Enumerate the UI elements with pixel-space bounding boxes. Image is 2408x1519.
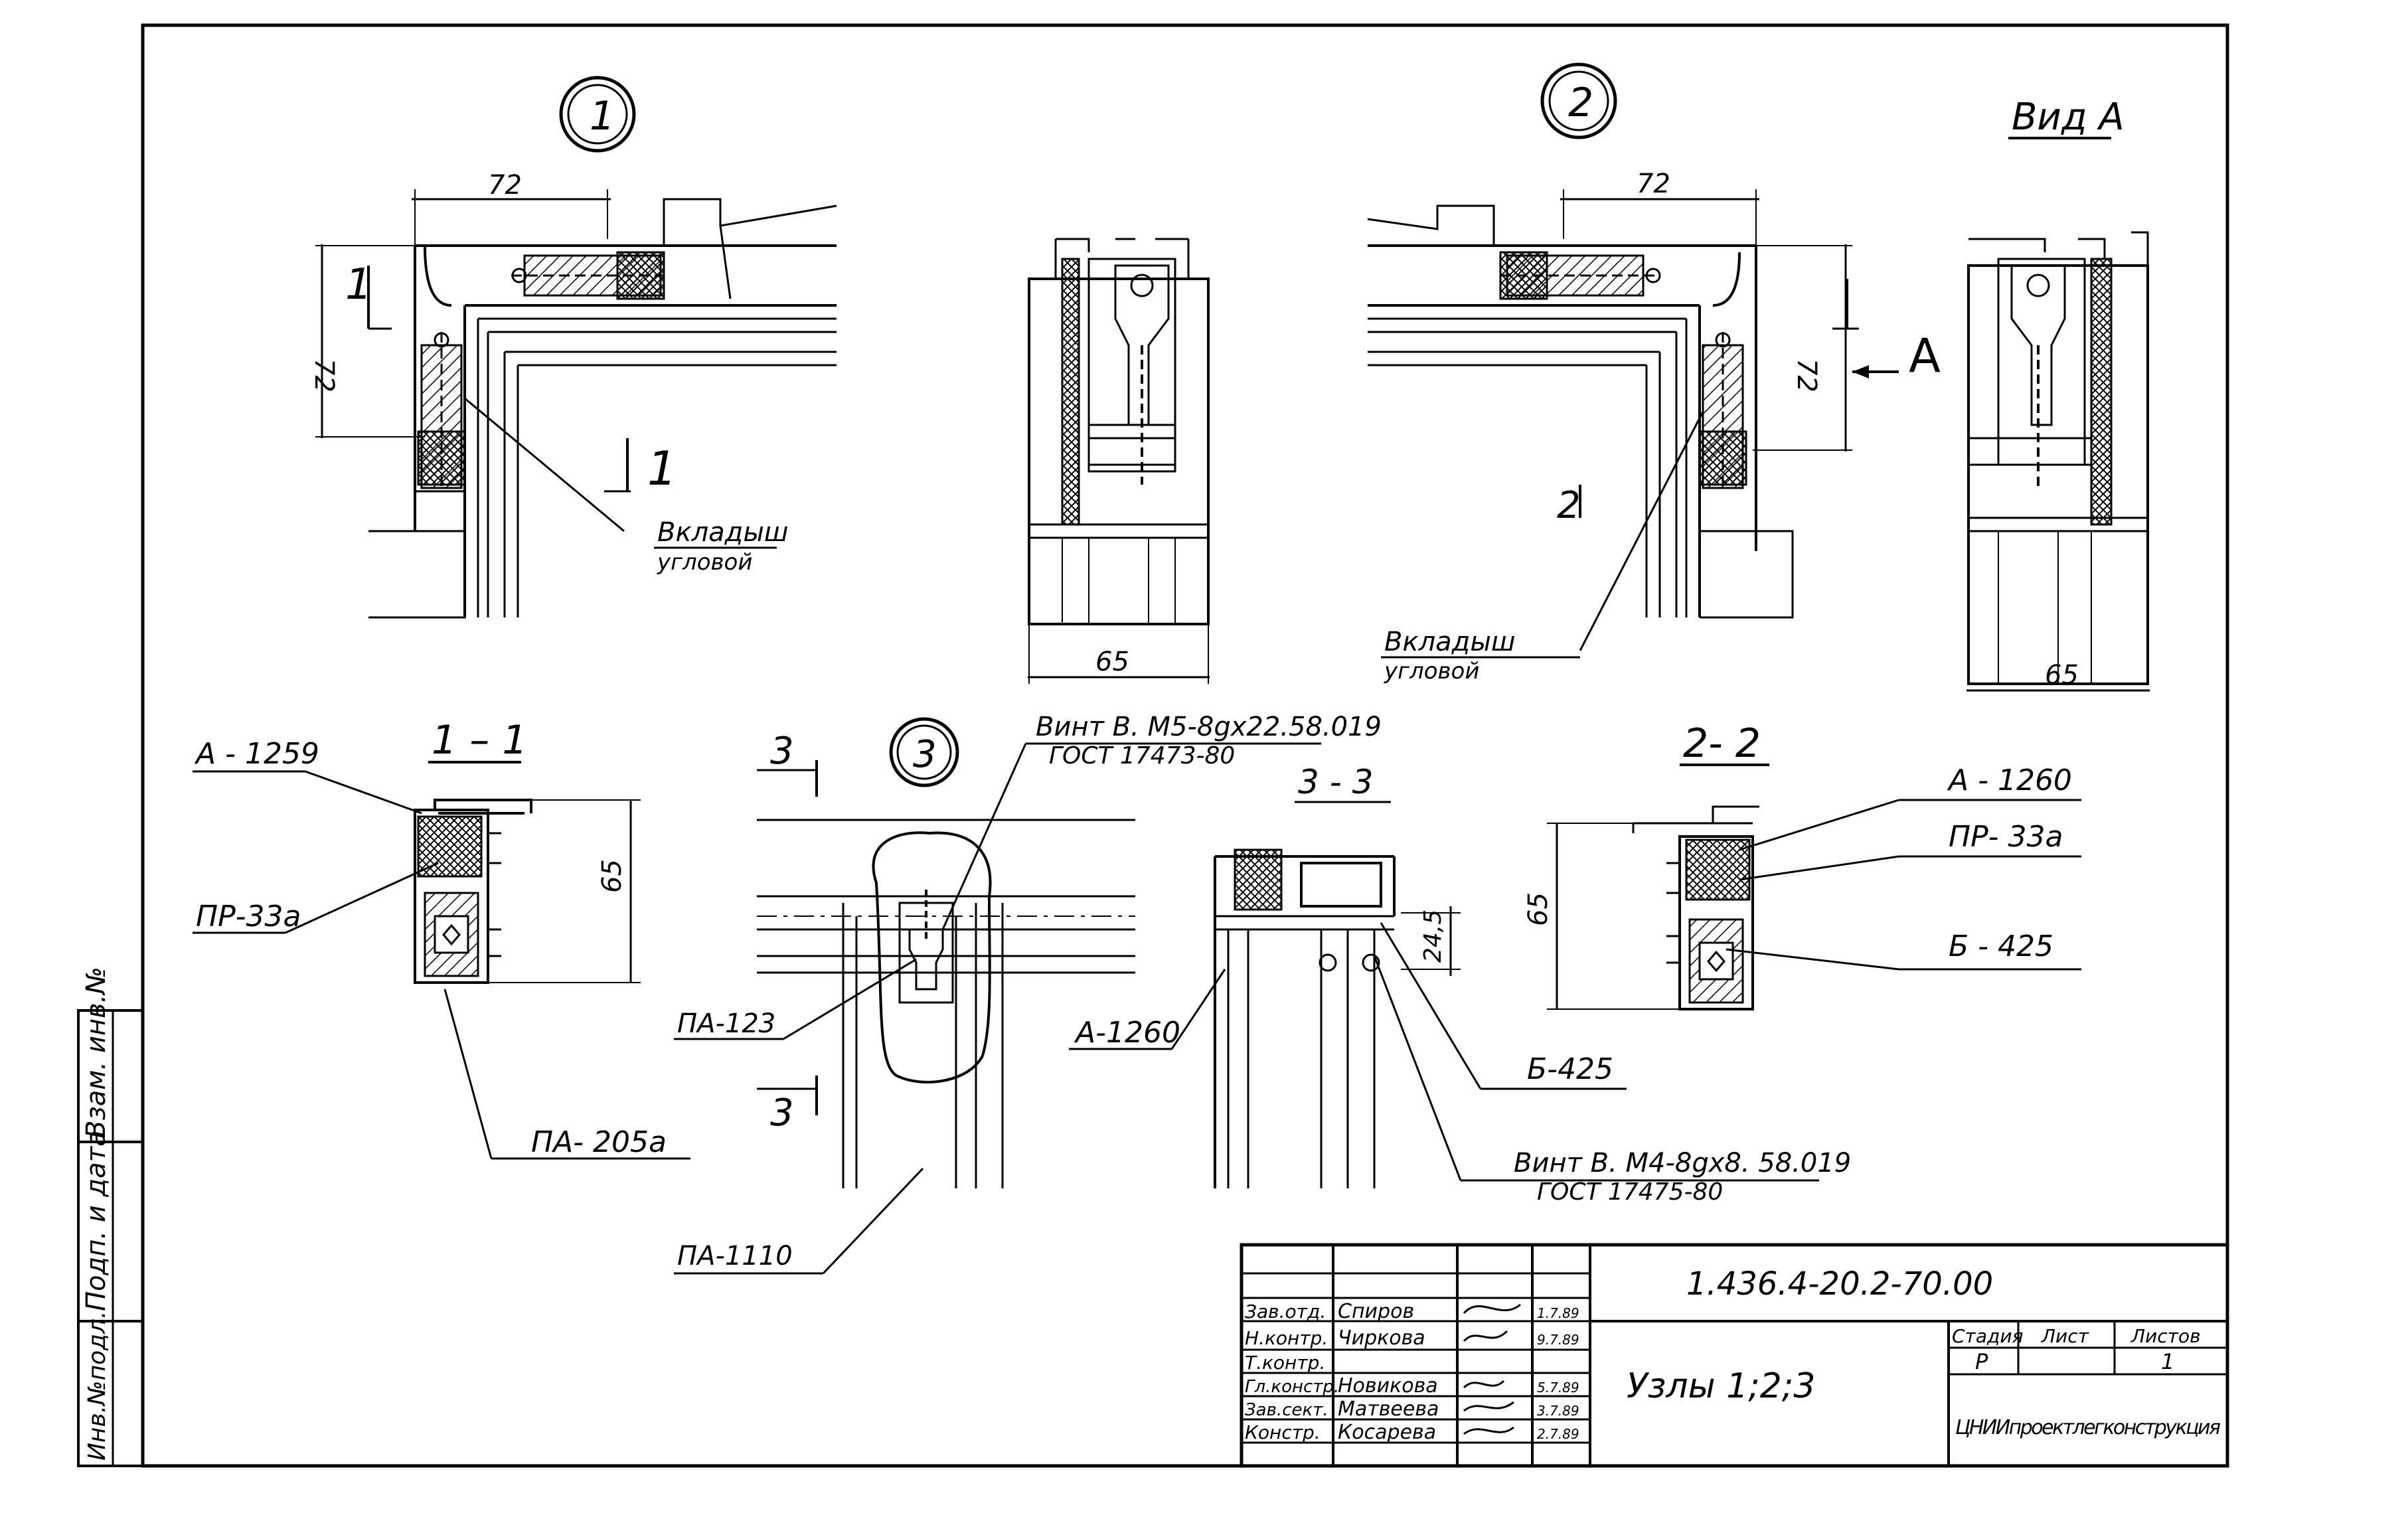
section-1-1-label-2: ПР-33а [196, 900, 301, 933]
sheet-header: Лист [2041, 1325, 2089, 1347]
node-1-insert-label: Вкладыш [657, 517, 789, 548]
sheets-header: Листов [2130, 1325, 2201, 1347]
node-3-label-pa123: ПА-123 [677, 1008, 775, 1039]
node-2-arrow-a: A [1909, 329, 1941, 383]
stamp-role-5: Зав.сект. [1245, 1400, 1328, 1420]
node-2-cut-a: 2 [1557, 484, 1581, 527]
stamp-name-1: Спиров [1338, 1300, 1414, 1323]
node-2-marker [1540, 62, 1617, 139]
elevation-1-dim: 65 [1095, 647, 1129, 677]
view-a-title: Вид А [2012, 96, 2125, 139]
stamp-role-6: Констр. [1245, 1421, 1321, 1443]
stamp-date-1: 1.7.89 [1537, 1305, 1579, 1321]
node-3-marker [889, 717, 959, 787]
stamp-name-5: Матвеева [1338, 1398, 1439, 1421]
side-stamp-cell-2: Подп. и дата [81, 1131, 112, 1311]
screw-callouts: Винт В. М5-8gх22.58.019 ГОСТ 17473-80 Ви… [941, 712, 1851, 1206]
section-3-3: 3 - 3 24,5 А-1260 Б-425 [1069, 763, 1627, 1188]
node-1-label: 1 [590, 93, 615, 139]
node-1-drawing: 1 72 72 1 1 [309, 76, 837, 619]
sheet-frame [141, 23, 2229, 1468]
doc-number: 1.436.4-20.2-70.00 [1686, 1265, 1993, 1303]
section-2-2: 2- 2 65 А - 1260 ПР- 33а Б - 425 [1523, 720, 2081, 1010]
side-stamp-cell-3: Инв.№подл. [84, 1311, 111, 1461]
node-1-cut-b: 1 [647, 441, 677, 496]
section-2-2-dim: 65 [1523, 892, 1554, 926]
stamp-role-3: Т.контр. [1245, 1352, 1325, 1374]
screw-2-line-2: ГОСТ 17475-80 [1537, 1178, 1723, 1206]
stamp-date-6: 2.7.89 [1537, 1426, 1579, 1442]
sheets-value: 1 [2161, 1349, 2174, 1374]
title-block: 1.436.4-20.2-70.00 Узлы 1;2;3 Стадия Лис… [1240, 1243, 2229, 1468]
section-2-2-label-1: А - 1260 [1947, 763, 2072, 797]
stamp-role-2: Н.контр. [1245, 1327, 1328, 1349]
node-1-dim-h: 72 [488, 170, 522, 200]
side-stamp: Взам. инв.№ Подп. и дата Инв.№подл. [77, 967, 144, 1467]
node-3-cut-top: 3 [770, 730, 794, 773]
node-2-label: 2 [1568, 80, 1593, 126]
section-1-1-label-1: А - 1259 [194, 737, 319, 771]
section-3-3-title: 3 - 3 [1298, 763, 1373, 801]
section-2-2-title: 2- 2 [1683, 720, 1761, 767]
node-1-insert-sub: угловой [657, 549, 752, 576]
section-3-3-label-1: А-1260 [1074, 1016, 1180, 1050]
node-3-drawing: 3 3 3 ПА-123 ПА-1110 [674, 717, 1135, 1275]
stage-value: Р [1975, 1349, 1988, 1374]
node-1-dim-v: 72 [309, 359, 339, 392]
stage-header: Стадия [1952, 1325, 2023, 1347]
elevation-1: 65 [1028, 238, 1210, 684]
node-3-label-pa1110: ПА-1110 [677, 1241, 793, 1271]
section-3-3-label-2: Б-425 [1527, 1052, 1613, 1086]
section-1-1: 1 – 1 65 А - 1259 ПР-33а ПА- 205а [193, 717, 690, 1160]
side-stamp-cell-1: Взам. инв.№ [81, 967, 112, 1139]
section-2-2-label-3: Б - 425 [1949, 929, 2053, 963]
view-a: Вид А 65 [1967, 96, 2150, 692]
node-2-drawing: 2 72 72 A 2 Вкладыш углов [1367, 62, 1941, 684]
stamp-role-1: Зав.отд. [1245, 1301, 1326, 1322]
stamp-date-2: 9.7.89 [1537, 1332, 1579, 1348]
stamp-name-6: Косарева [1338, 1421, 1436, 1444]
organization: ЦНИИпроектлегконструкция [1955, 1416, 2221, 1439]
node-2-insert-sub: угловой [1384, 658, 1479, 684]
section-2-2-label-2: ПР- 33а [1949, 820, 2063, 854]
node-2-insert-label: Вкладыш [1384, 627, 1516, 657]
node-3-label: 3 [913, 733, 937, 776]
screw-1-line-1: Винт В. М5-8gх22.58.019 [1036, 712, 1382, 742]
stamp-name-2: Чиркова [1338, 1326, 1425, 1350]
stamp-date-4: 5.7.89 [1537, 1380, 1579, 1396]
node-2-dim-h: 72 [1637, 169, 1670, 199]
section-1-1-label-3: ПА- 205а [531, 1125, 667, 1159]
section-3-3-dim: 24,5 [1419, 910, 1447, 963]
stamp-name-4: Новикова [1338, 1374, 1438, 1398]
view-a-dim: 65 [2045, 660, 2079, 690]
stamp-date-5: 3.7.89 [1537, 1403, 1579, 1419]
signature-scribbles [1463, 1303, 1521, 1435]
node-2-dim-v: 72 [1791, 359, 1822, 392]
section-1-1-title: 1 – 1 [432, 717, 528, 763]
node-1-marker [559, 76, 636, 153]
sheet-title: Узлы 1;2;3 [1627, 1366, 1815, 1406]
section-1-1-dim: 65 [597, 859, 627, 893]
screw-1-line-2: ГОСТ 17473-80 [1049, 742, 1235, 769]
screw-2-line-1: Винт В. М4-8gх8. 58.019 [1514, 1148, 1851, 1178]
stamp-role-4: Гл.констр. [1245, 1377, 1339, 1397]
node-3-cut-bottom: 3 [770, 1091, 794, 1135]
